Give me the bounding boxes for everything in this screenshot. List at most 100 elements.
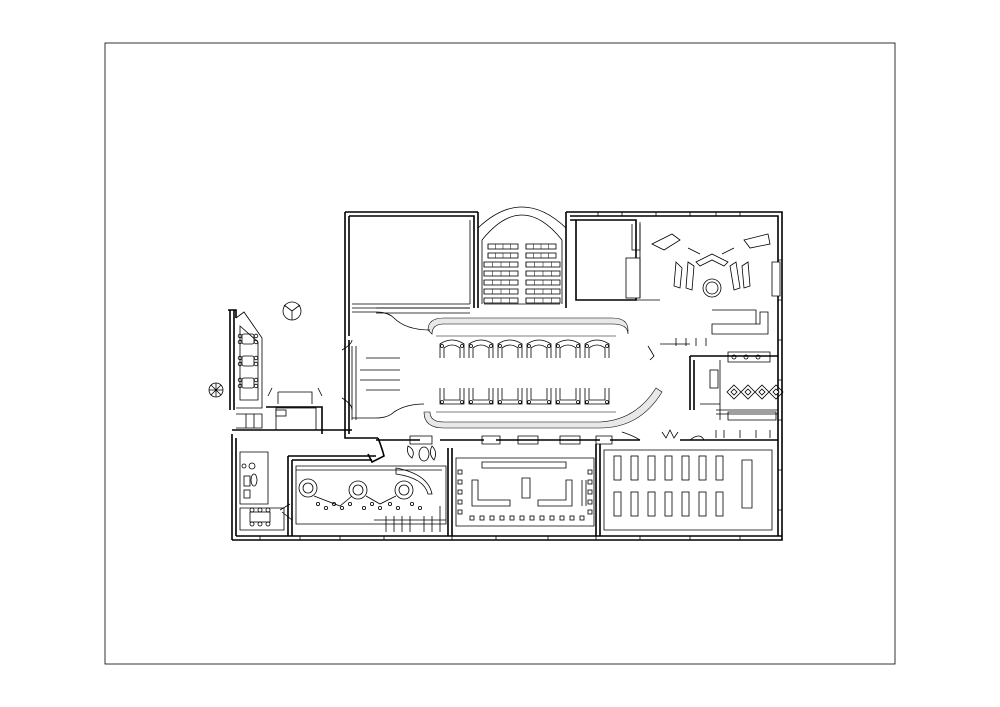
auditorium: [477, 206, 567, 308]
diamond-pedestal: [768, 384, 784, 400]
chair: [253, 377, 259, 383]
chair: [257, 521, 263, 527]
reading-desk: [698, 491, 707, 517]
display-bay: [468, 339, 494, 358]
plinth: [569, 515, 575, 521]
south-center-gallery: [447, 448, 595, 536]
plinth: [587, 489, 593, 495]
seat-dot: [323, 505, 328, 510]
chair: [237, 355, 243, 361]
plinth: [457, 499, 463, 505]
reading-desk: [630, 491, 639, 517]
bay-post: [556, 400, 560, 404]
display-bay: [497, 388, 523, 405]
table: [241, 333, 255, 345]
diamond-pedestal: [726, 384, 742, 400]
chair: [253, 333, 259, 339]
reading-desk: [664, 491, 673, 517]
west-wing: [228, 309, 323, 531]
reading-desks: [613, 455, 724, 517]
display-bay: [497, 339, 523, 358]
northeast-room: [570, 219, 781, 335]
seat-dot: [339, 505, 344, 510]
reading-desk: [715, 455, 724, 481]
south-row-divider: [352, 429, 778, 464]
chair: [265, 521, 271, 527]
north-arrow-icon: [282, 301, 302, 321]
plinth: [489, 515, 495, 521]
diamond-core: [744, 388, 752, 396]
chair: [237, 361, 243, 367]
seating-points: [315, 501, 422, 510]
reading-desk: [698, 455, 707, 481]
reading-desk: [647, 455, 656, 481]
southeast-reading-room: [595, 444, 773, 536]
bay-post: [585, 344, 589, 348]
display-bay: [555, 388, 581, 405]
chair: [265, 507, 271, 513]
bay-post: [556, 344, 560, 348]
chair: [253, 355, 259, 361]
diamond-pedestal: [754, 384, 770, 400]
display-bays: [436, 335, 616, 413]
chair: [253, 383, 259, 389]
table: [241, 377, 255, 389]
plinth: [457, 479, 463, 485]
bay-post: [585, 400, 589, 404]
bay-post: [576, 344, 580, 348]
sheet-border: [104, 42, 896, 665]
exterior-walls: [231, 211, 783, 541]
plinth: [587, 469, 593, 475]
seat-dot: [347, 501, 352, 506]
plinth: [457, 489, 463, 495]
plinth: [587, 499, 593, 505]
plinth: [457, 509, 463, 515]
bay-post: [489, 400, 493, 404]
bay-post: [605, 400, 609, 404]
diamond-pedestal: [740, 384, 756, 400]
display-bay: [526, 388, 552, 405]
bay-post: [460, 400, 464, 404]
bay-post: [460, 344, 464, 348]
plinth: [579, 515, 585, 521]
bay-post: [469, 344, 473, 348]
bay-post: [518, 344, 522, 348]
display-bay: [439, 388, 465, 405]
plinth: [587, 509, 593, 515]
chair: [253, 339, 259, 345]
chair: [249, 507, 255, 513]
reading-desk: [715, 491, 724, 517]
plinth: [479, 515, 485, 521]
reading-desk: [647, 491, 656, 517]
chair: [249, 521, 255, 527]
seat-dot: [361, 505, 366, 510]
display-bay: [439, 339, 465, 358]
diamond-core: [730, 388, 738, 396]
plinth: [559, 515, 565, 521]
reading-desk: [664, 455, 673, 481]
bay-post: [498, 400, 502, 404]
display-bay: [526, 339, 552, 358]
chair: [237, 333, 243, 339]
reading-desk: [613, 455, 622, 481]
reading-desk: [681, 491, 690, 517]
plinth: [509, 515, 515, 521]
plinth: [469, 515, 475, 521]
bay-post: [440, 344, 444, 348]
plinth: [587, 479, 593, 485]
bay-post: [605, 344, 609, 348]
seat-dot: [315, 501, 320, 506]
display-bay: [555, 339, 581, 358]
bay-post: [547, 400, 551, 404]
seat-dot: [395, 505, 400, 510]
bay-post: [518, 400, 522, 404]
chair: [253, 361, 259, 367]
seat-dot: [331, 501, 336, 506]
display-bay: [584, 388, 610, 405]
chair: [257, 507, 263, 513]
plinth: [499, 515, 505, 521]
southwest-gallery: [287, 445, 447, 536]
diamond-core: [758, 388, 766, 396]
